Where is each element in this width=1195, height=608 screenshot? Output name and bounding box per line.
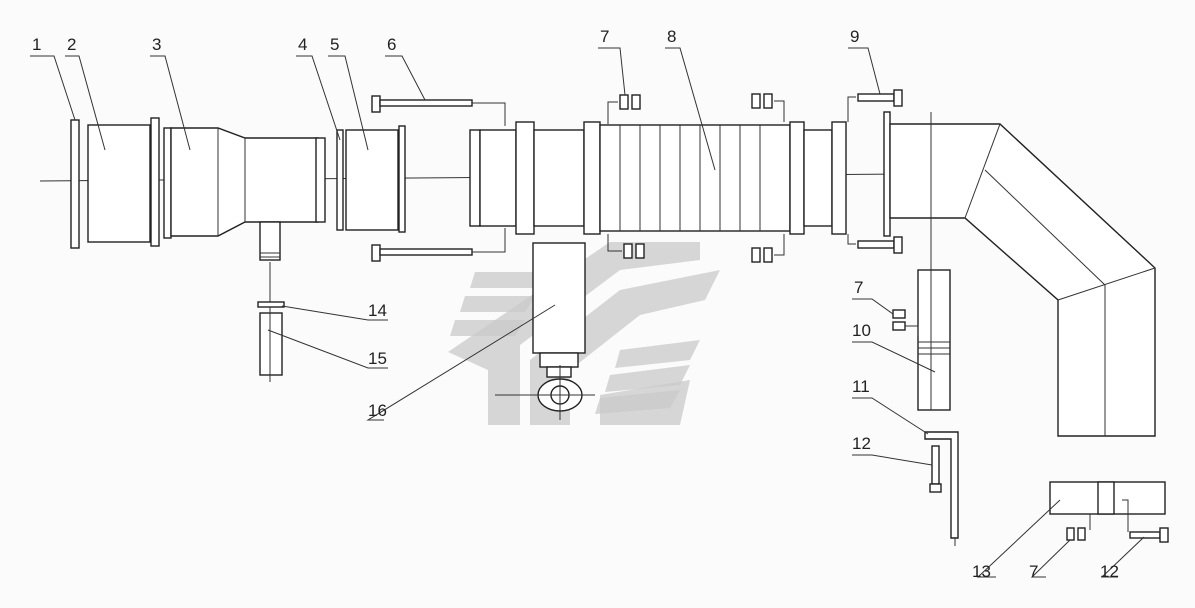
part-7-nut-clamp — [1066, 527, 1086, 541]
part-4-gasket — [336, 129, 344, 231]
part-12-bolt-strap — [929, 445, 942, 493]
callout-7-hanger: 7 — [854, 278, 863, 297]
callout-12-clamp: 12 — [1100, 562, 1119, 581]
part-9-bolt-upper — [847, 89, 903, 122]
callout-9: 9 — [850, 27, 859, 46]
part-6-bolt-lower — [371, 228, 506, 262]
callout-15: 15 — [368, 349, 387, 368]
callout-6: 6 — [387, 35, 396, 54]
callout-7-top: 7 — [600, 27, 609, 46]
part-2-silencer — [87, 124, 151, 243]
part-16-bracket-assembly — [495, 242, 595, 420]
callout-7-clamp: 7 — [1029, 562, 1038, 581]
callout-11: 11 — [852, 377, 870, 396]
part-9-bolt-lower — [847, 234, 903, 254]
flange-gasket — [883, 111, 891, 237]
part-2-flange — [150, 117, 160, 247]
callout-5: 5 — [330, 35, 339, 54]
part-7-nut-hanger — [892, 309, 919, 336]
callout-1: 1 — [32, 35, 41, 54]
part-10-hanger — [917, 269, 951, 411]
part-7-nut-lower — [607, 234, 645, 259]
callout-8: 8 — [667, 27, 676, 46]
part-1-flange — [70, 119, 80, 249]
callout-13: 13 — [972, 562, 991, 581]
part-15-bracket — [259, 307, 283, 382]
part-5-flange — [398, 125, 406, 233]
callout-4: 4 — [298, 35, 307, 54]
part-13-clamp — [1049, 481, 1166, 532]
callout-12-strap: 12 — [852, 434, 871, 453]
part-7-nut-right-upper — [751, 93, 785, 122]
part-11-strap — [924, 431, 959, 546]
callout-3: 3 — [152, 35, 161, 54]
callout-14: 14 — [368, 301, 387, 320]
part-7-nut-upper — [607, 94, 641, 124]
callout-2: 2 — [67, 35, 76, 54]
callout-10: 10 — [852, 321, 871, 340]
callout-16: 16 — [368, 401, 387, 420]
flex-pipe-assembly — [469, 121, 847, 235]
part-5-sleeve — [345, 129, 399, 231]
exhaust-elbow-pipe — [889, 112, 1156, 437]
part-6-bolt-upper — [371, 95, 506, 126]
part-3-reducer — [163, 127, 326, 302]
part-14-washer — [257, 301, 285, 308]
part-7-nut-right-lower — [751, 234, 785, 263]
leader-lines — [30, 47, 1145, 578]
part-12-bolt-clamp — [1129, 527, 1169, 543]
